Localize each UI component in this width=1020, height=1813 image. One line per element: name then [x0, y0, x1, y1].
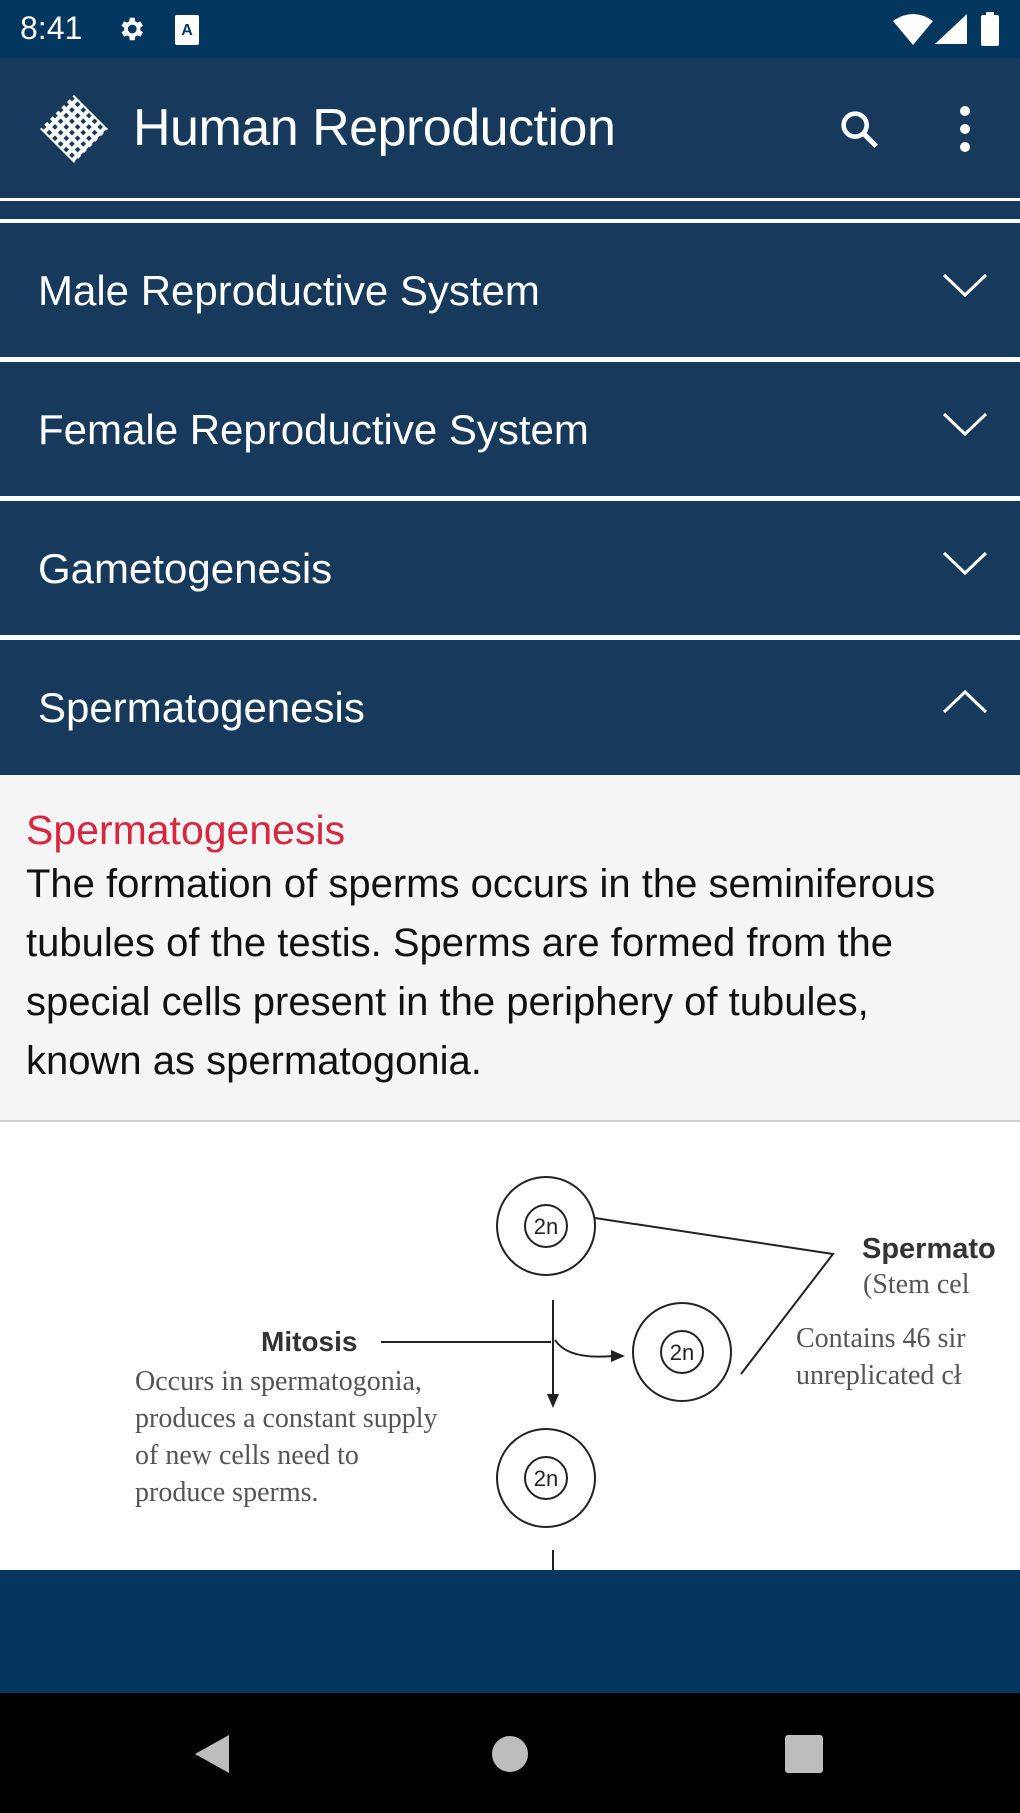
right-desc-line: unreplicated cł — [796, 1360, 962, 1391]
navigation-bar — [0, 1693, 1020, 1813]
mitosis-desc-line: of new cells need to — [135, 1440, 359, 1471]
more-vert-icon[interactable] — [954, 104, 976, 154]
section-gametogenesis[interactable]: Gametogenesis — [0, 501, 1020, 635]
search-icon[interactable] — [836, 106, 882, 152]
chevron-up-icon — [942, 689, 988, 714]
cell-label: 2n — [534, 1466, 558, 1491]
divider — [0, 496, 1020, 499]
section-label: Spermatogenesis — [38, 684, 365, 731]
back-icon[interactable] — [193, 1733, 231, 1775]
spermatogonia-label: Spermato — [862, 1233, 996, 1265]
chevron-down-icon — [942, 551, 988, 576]
section-spermatogenesis[interactable]: Spermatogenesis — [0, 640, 1020, 775]
right-desc-line: Contains 46 sir — [796, 1323, 966, 1354]
recents-icon[interactable] — [785, 1735, 823, 1773]
divider — [0, 635, 1020, 638]
mitosis-label: Mitosis — [261, 1326, 357, 1357]
section-content: Spermatogenesis The formation of sperms … — [0, 775, 1020, 1122]
mitosis-desc-line: produces a constant supply — [135, 1403, 438, 1434]
home-icon[interactable] — [491, 1735, 529, 1773]
divider — [0, 198, 1020, 201]
cell-label: 2n — [534, 1214, 558, 1239]
divider — [0, 357, 1020, 360]
section-label: Gametogenesis — [38, 545, 333, 592]
spermatogenesis-diagram: 2n 2n 2n Mitosis Occurs in spermatogonia… — [23, 1150, 997, 1570]
battery-icon — [981, 12, 999, 46]
signal-icon — [935, 14, 967, 44]
app-bar: Human Reproduction — [0, 58, 1020, 198]
section-male-reproductive-system[interactable]: Male Reproductive System — [0, 223, 1020, 357]
section-female-reproductive-system[interactable]: Female Reproductive System — [0, 362, 1020, 496]
status-bar: 8:41 A — [0, 0, 1020, 58]
logo-icon — [40, 95, 108, 163]
content-body: The formation of sperms occurs in the se… — [26, 862, 936, 1083]
chevron-down-icon — [942, 273, 988, 298]
bottom-banner — [0, 1570, 1020, 1693]
collapsed-strip — [0, 201, 1020, 219]
stem-cell-label: (Stem cel — [863, 1269, 970, 1300]
cell-label: 2n — [670, 1340, 694, 1365]
section-label: Male Reproductive System — [38, 267, 540, 314]
gear-icon — [121, 17, 143, 41]
divider — [0, 219, 1020, 222]
app-title: Human Reproduction — [133, 99, 616, 157]
mitosis-desc-line: produce sperms. — [135, 1477, 319, 1508]
content-heading: Spermatogenesis — [26, 807, 346, 853]
status-time: 8:41 — [20, 10, 83, 46]
text-a-icon: A — [175, 15, 199, 45]
mitosis-desc-line: Occurs in spermatogonia, — [135, 1366, 422, 1397]
wifi-icon — [893, 14, 933, 45]
chevron-down-icon — [942, 412, 988, 437]
section-label: Female Reproductive System — [38, 406, 589, 453]
svg-text:A: A — [181, 22, 193, 39]
